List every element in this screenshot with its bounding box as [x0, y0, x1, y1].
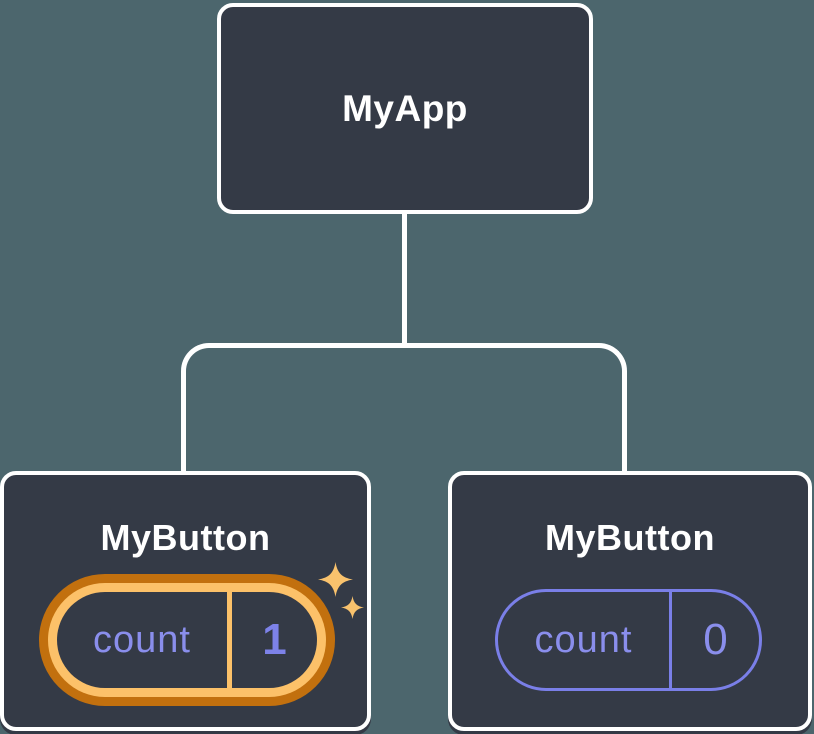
state-pill-plain: count 0 [495, 589, 762, 691]
state-pill-highlight-ring: count 1 [48, 583, 326, 697]
connector-stem [402, 212, 407, 346]
state-key-segment: count [57, 592, 227, 688]
node-mybutton-left: MyButton count 1 [0, 471, 371, 731]
state-key-label: count [93, 618, 191, 661]
state-value-label: 1 [262, 615, 287, 664]
state-pill-highlight-body: count 1 [57, 592, 317, 688]
sparkle-large-icon [318, 562, 353, 597]
node-myapp-label: MyApp [342, 87, 468, 129]
state-value-segment: 0 [672, 592, 759, 688]
node-mybutton-right: MyButton count 0 [448, 471, 812, 731]
node-mybutton-right-label: MyButton [545, 517, 715, 558]
pill-divider [669, 592, 672, 688]
node-mybutton-left-label: MyButton [100, 517, 271, 558]
state-value-segment: 1 [232, 592, 317, 688]
state-key-segment: count [498, 592, 669, 688]
pill-divider [227, 592, 232, 688]
state-key-label: count [534, 618, 633, 661]
state-pill-highlighted: count 1 [39, 574, 335, 706]
node-myapp: MyApp [217, 3, 593, 214]
connector-bracket [181, 343, 627, 474]
state-value-label: 0 [703, 615, 728, 664]
sparkle-small-icon [341, 596, 364, 619]
